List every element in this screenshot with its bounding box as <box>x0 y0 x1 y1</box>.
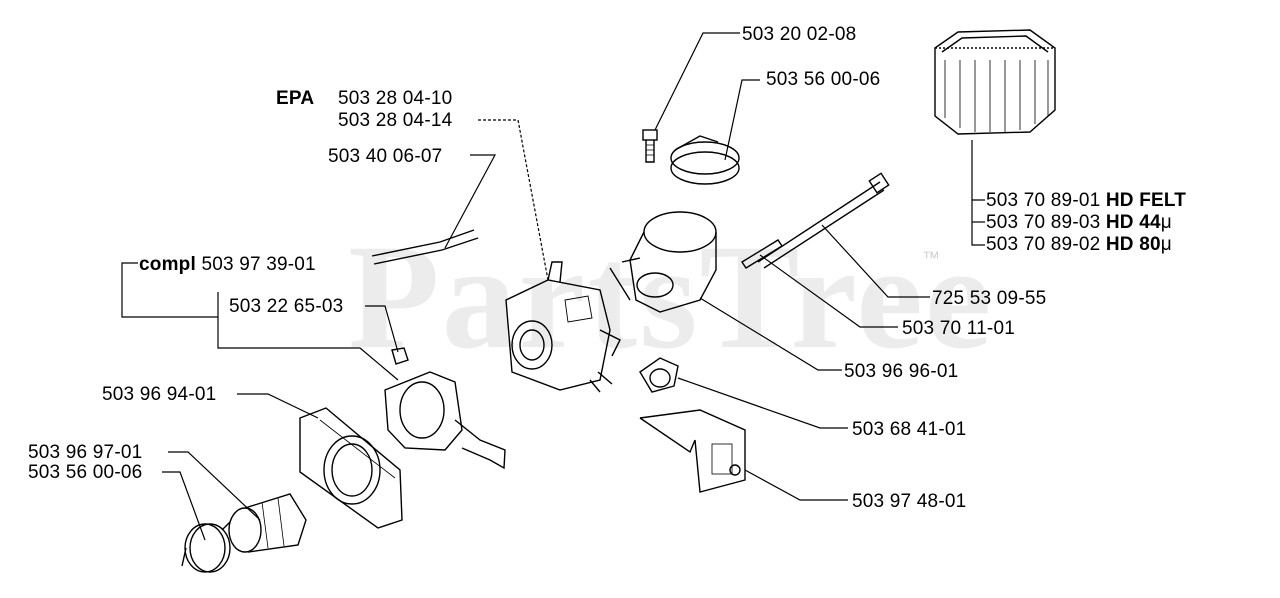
label-503708903: 503 70 89-03 <box>986 212 1101 233</box>
carburetor-illustration <box>505 261 621 393</box>
leader-503969401 <box>237 393 319 419</box>
bolt-illustration <box>642 129 658 163</box>
label-503280414: 503 28 04-14 <box>338 110 453 131</box>
leader-503560006-top <box>724 79 760 161</box>
watermark-trademark: ™ <box>922 248 940 268</box>
leader-compl-bracket <box>121 262 218 318</box>
label-503560006-top: 503 56 00-06 <box>766 69 881 90</box>
leader-503701101 <box>759 254 898 328</box>
label-503974801: 503 97 48-01 <box>852 491 967 512</box>
label-503708902: 503 70 89-02 <box>986 234 1101 255</box>
watermark-text: PartsTree <box>348 214 994 380</box>
label-503280410: 503 28 04-10 <box>338 88 453 109</box>
flange-lever-illustration <box>384 371 506 470</box>
label-503973901: 503 97 39-01 <box>201 254 316 275</box>
nut-illustration <box>391 347 409 365</box>
label-503969701: 503 96 97-01 <box>28 442 143 463</box>
rubber-boot-illustration <box>228 493 307 553</box>
leader-lines <box>121 32 985 541</box>
leader-compl-inner <box>217 292 238 349</box>
label-503684101: 503 68 41-01 <box>852 419 967 440</box>
label-503200208: 503 20 02-08 <box>742 24 857 45</box>
label-epa-tag: EPA <box>276 88 315 109</box>
hose-clamp-bottom-illustration <box>181 521 231 573</box>
leader-503969701 <box>168 451 261 521</box>
leader-503226503 <box>365 305 399 353</box>
leader-503684101 <box>677 377 848 429</box>
fuel-hose-illustration <box>371 229 479 265</box>
intake-elbow-illustration <box>609 211 717 313</box>
label-503969401: 503 96 94-01 <box>102 384 217 405</box>
label-hd-felt: HD FELT <box>1105 190 1187 211</box>
label-503560006-bottom: 503 56 00-06 <box>28 462 143 483</box>
choke-plate-illustration <box>639 409 746 493</box>
label-503708901: 503 70 89-01 <box>986 190 1101 211</box>
label-hd-80: HD 80 <box>1105 234 1161 255</box>
air-filter-illustration <box>934 29 1056 135</box>
label-503701101: 503 70 11-01 <box>902 318 1015 339</box>
leader-725530955 <box>821 224 930 298</box>
leader-503560006-bottom <box>162 471 206 541</box>
label-hd-44: HD 44 <box>1105 212 1161 233</box>
long-bolt-illustration <box>741 172 890 269</box>
label-compl-tag: compl <box>139 254 196 275</box>
label-micron-2: μ <box>1160 234 1172 255</box>
leader-503969601 <box>699 297 842 371</box>
label-503969601: 503 96 96-01 <box>844 361 959 382</box>
label-503400607: 503 40 06-07 <box>328 146 443 167</box>
intake-plate-illustration <box>299 407 403 529</box>
leader-503280414 <box>478 119 549 281</box>
leader-503974801 <box>744 469 848 501</box>
label-725530955: 725 53 09-55 <box>932 288 1047 309</box>
label-503226503: 503 22 65-03 <box>229 296 344 317</box>
leader-compl-to-part <box>238 347 399 381</box>
bracket-illustration <box>639 357 679 393</box>
leader-503200208 <box>654 32 740 131</box>
leader-503400607 <box>444 154 497 249</box>
hose-clamp-top-illustration <box>670 135 740 185</box>
label-micron-1: μ <box>1160 212 1172 233</box>
